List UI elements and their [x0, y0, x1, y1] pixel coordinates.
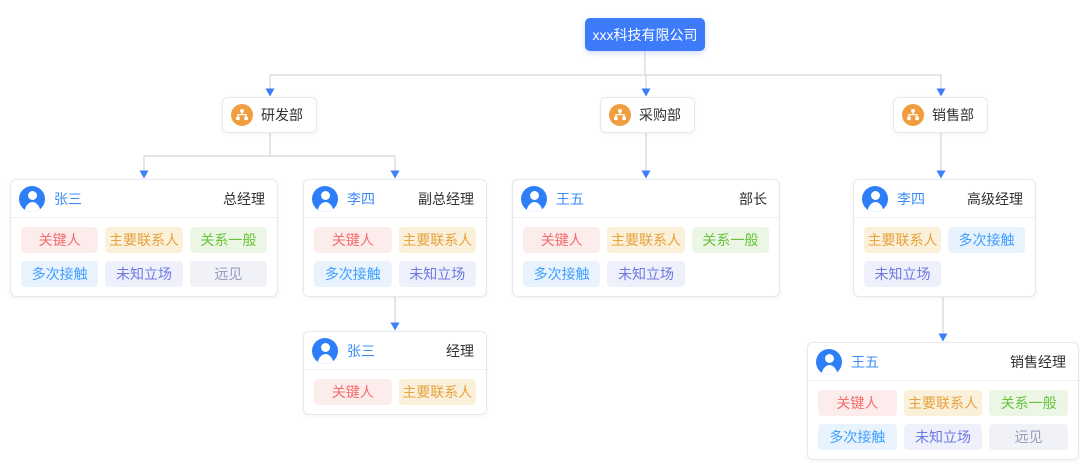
- person-card-header: 李四 高级经理: [854, 180, 1035, 218]
- relation-tag-list: 关键人 主要联系人 关系一般 多次接触 未知立场: [513, 218, 779, 296]
- department-label: 销售部: [932, 107, 974, 123]
- relation-tag: 关键人: [818, 390, 897, 416]
- user-avatar-icon: [312, 337, 338, 364]
- relation-tag: 多次接触: [948, 227, 1025, 253]
- relation-tag-list: 关键人 主要联系人 多次接触 未知立场: [304, 218, 486, 296]
- relation-tag: 多次接触: [21, 261, 99, 287]
- relation-tag: 关系一般: [189, 227, 267, 253]
- org-structure-icon: [231, 104, 253, 126]
- user-avatar-icon: [521, 185, 547, 212]
- person-card-header: 张三 总经理: [11, 180, 277, 218]
- person-title: 高级经理: [967, 190, 1023, 207]
- person-card-header: 王五 部长: [513, 180, 779, 218]
- person-name: 李四: [347, 190, 375, 207]
- relation-tag-list: 关键人 主要联系人 关系一般 多次接触 未知立场 远见: [11, 218, 277, 296]
- person-name: 李四: [897, 190, 925, 207]
- relation-tag: 关键人: [523, 227, 601, 253]
- department-label: 采购部: [639, 107, 681, 123]
- relation-tag: 未知立场: [398, 261, 476, 287]
- relation-tag: 未知立场: [864, 261, 941, 287]
- user-avatar-icon: [816, 348, 842, 375]
- relation-tag: 关系一般: [989, 390, 1068, 416]
- arrowhead-icons: [139, 88, 948, 342]
- person-card-wangwu-minister[interactable]: 王五 部长 关键人 主要联系人 关系一般 多次接触 未知立场: [512, 179, 780, 297]
- relation-tag: 关系一般: [691, 227, 769, 253]
- relation-tag: 多次接触: [818, 424, 897, 450]
- person-card-lisi-dgm[interactable]: 李四 副总经理 关键人 主要联系人 多次接触 未知立场: [303, 179, 487, 297]
- relation-tag: 远见: [989, 424, 1068, 450]
- relation-tag: 远见: [189, 261, 267, 287]
- company-name: xxx科技有限公司: [592, 26, 698, 43]
- relation-tag: 未知立场: [903, 424, 983, 450]
- person-card-header: 张三 经理: [304, 332, 486, 370]
- user-avatar-icon: [312, 185, 338, 212]
- relation-tag: 未知立场: [105, 261, 183, 287]
- department-node-sales[interactable]: 销售部: [893, 97, 988, 133]
- company-root-node[interactable]: xxx科技有限公司: [585, 18, 705, 51]
- person-card-zhangsan-gm[interactable]: 张三 总经理 关键人 主要联系人 关系一般 多次接触 未知立场 远见: [10, 179, 278, 297]
- relation-tag-list: 关键人 主要联系人 关系一般 多次接触 未知立场 远见: [808, 381, 1078, 459]
- person-card-header: 王五 销售经理: [808, 343, 1078, 381]
- relation-tag: 关键人: [314, 379, 392, 405]
- department-node-purchasing[interactable]: 采购部: [600, 97, 695, 133]
- person-card-header: 李四 副总经理: [304, 180, 486, 218]
- user-avatar-icon: [862, 185, 888, 212]
- person-title: 经理: [446, 342, 474, 359]
- relation-tag: 主要联系人: [398, 227, 476, 253]
- department-label: 研发部: [261, 107, 303, 123]
- relation-tag: 多次接触: [523, 261, 601, 287]
- relation-tag-list: 主要联系人 多次接触 未知立场: [854, 218, 1035, 296]
- person-title: 部长: [739, 190, 767, 207]
- person-title: 销售经理: [1010, 353, 1066, 370]
- relation-tag: 关键人: [21, 227, 99, 253]
- person-name: 王五: [851, 353, 879, 370]
- relation-tag: 多次接触: [314, 261, 392, 287]
- relation-tag: 主要联系人: [398, 379, 476, 405]
- relation-tag: 主要联系人: [903, 390, 983, 416]
- relation-tag-list: 关键人 主要联系人: [304, 370, 486, 414]
- relation-tag: 未知立场: [607, 261, 685, 287]
- person-card-lisi-senior[interactable]: 李四 高级经理 主要联系人 多次接触 未知立场: [853, 179, 1036, 297]
- person-title: 副总经理: [418, 190, 474, 207]
- person-name: 王五: [556, 190, 584, 207]
- person-name: 张三: [54, 190, 82, 207]
- person-title: 总经理: [223, 190, 265, 207]
- relation-tag: 关键人: [314, 227, 392, 253]
- user-avatar-icon: [19, 185, 45, 212]
- person-card-wangwu-salesmanager[interactable]: 王五 销售经理 关键人 主要联系人 关系一般 多次接触 未知立场 远见: [807, 342, 1079, 460]
- relation-tag: 主要联系人: [864, 227, 941, 253]
- org-structure-icon: [609, 104, 631, 126]
- person-name: 张三: [347, 342, 375, 359]
- person-card-zhangsan-manager[interactable]: 张三 经理 关键人 主要联系人: [303, 331, 487, 415]
- relation-tag: 主要联系人: [105, 227, 183, 253]
- department-node-rd[interactable]: 研发部: [222, 97, 317, 133]
- org-structure-icon: [902, 104, 924, 126]
- relation-tag: 主要联系人: [607, 227, 685, 253]
